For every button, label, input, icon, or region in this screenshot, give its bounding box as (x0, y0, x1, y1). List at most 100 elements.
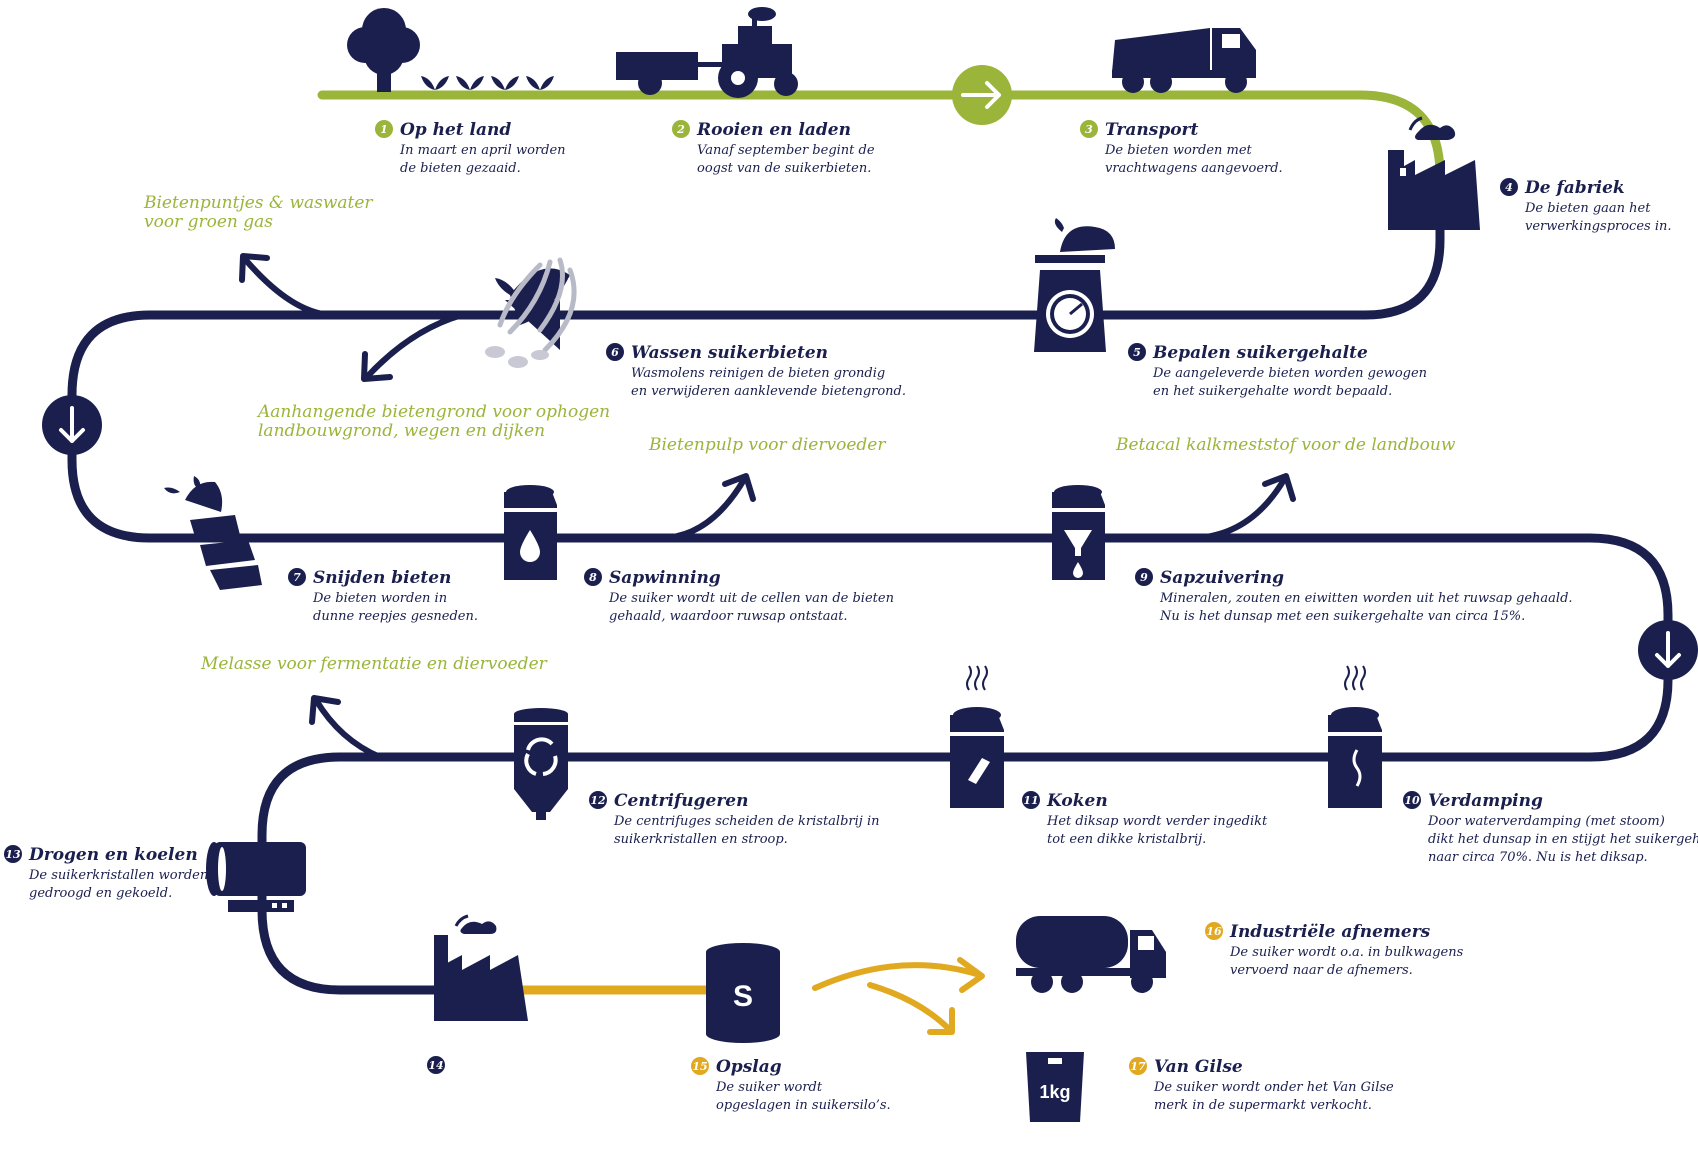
step-number: 4 (1500, 178, 1518, 196)
step-desc: suikerkristallen en stroop. (614, 832, 788, 847)
step-number: 8 (584, 568, 602, 586)
byproduct-arrows (239, 253, 1296, 760)
step-desc: De suiker wordt o.a. in bulkwagens (1230, 945, 1464, 960)
byproduct-line: Bietenpulp voor diervoeder (649, 435, 886, 455)
step-title: Opslag (716, 1057, 782, 1077)
step-desc: De suiker wordt (716, 1080, 823, 1095)
arrow-right-icon (952, 65, 1012, 125)
step-number: 16 (1205, 922, 1223, 940)
step-desc: merk in de supermarkt verkocht. (1154, 1098, 1372, 1113)
step-desc: gehaald, waardoor ruwsap ontstaat. (609, 609, 848, 624)
byproduct-line: voor groen gas (144, 212, 274, 232)
byproduct-green-gas: Bietenpuntjes & waswater voor groen gas (144, 194, 373, 232)
step-op-het-land: 1 Op het land In maart en april worden d… (375, 120, 566, 178)
evaporator-icon (1328, 665, 1382, 808)
step-number: 7 (288, 568, 306, 586)
step-desc: en verwijderen aanklevende bietengrond. (631, 384, 907, 399)
step-number: 3 (1080, 120, 1098, 138)
byproduct-line: landbouwgrond, wegen en dijken (258, 421, 546, 441)
centrifuge-icon (514, 708, 568, 820)
step-desc: De suikerkristallen worden (29, 868, 209, 883)
step-title: Sapzuivering (1160, 568, 1285, 588)
arrow-green-gas-head (239, 253, 270, 283)
step-desc: en het suikergehalte wordt bepaald. (1153, 384, 1393, 399)
byproduct-line: Aanhangende bietengrond voor ophogen (258, 402, 611, 422)
step-desc: De aangeleverde bieten worden gewogen (1153, 366, 1428, 381)
arrow-down-icon (1638, 620, 1698, 680)
step-desc: De bieten worden met (1105, 143, 1252, 158)
step-desc: In maart en april worden (400, 143, 566, 158)
step-title: Verdamping (1428, 791, 1543, 811)
step-desc: Mineralen, zouten en eiwitten worden uit… (1160, 591, 1573, 606)
dryer-icon (206, 842, 306, 912)
byproduct-soil: Aanhangende bietengrond voor ophogen lan… (258, 403, 610, 441)
step-transport: 3 Transport De bieten worden met vrachtw… (1080, 120, 1283, 178)
step-number: 1 (375, 120, 393, 138)
step-de-fabriek: 4 De fabriek De bieten gaan het verwerki… (1500, 178, 1672, 236)
step-title: De fabriek (1525, 178, 1625, 198)
step-number: 2 (672, 120, 690, 138)
step-title: Op het land (400, 120, 512, 140)
step-desc: Nu is het dunsap met een suikergehalte v… (1160, 609, 1526, 624)
step-desc: dikt het dunsap in en stijgt het suikerg… (1428, 832, 1698, 847)
step-desc: tot een dikke kristalbrij. (1047, 832, 1207, 847)
distribution-arrows (812, 957, 985, 1035)
beet-cutter-icon (164, 476, 262, 590)
sugar-bag-icon: 1kg (1026, 1052, 1084, 1122)
step-desc: Vanaf september begint de (697, 143, 875, 158)
step-title: Transport (1105, 120, 1199, 140)
step-koken: 11 Koken Het diksap wordt verder ingedik… (1022, 791, 1268, 849)
step-centrifugeren: 12 Centrifugeren De centrifuges scheiden… (589, 791, 880, 849)
step-wassen-suikerbieten: 6 Wassen suikerbieten Wasmolens reinigen… (606, 343, 907, 401)
factory-icon (434, 914, 528, 1021)
step-snijden-bieten: 7 Snijden bieten De bieten worden in dun… (288, 568, 478, 626)
arrow-to-bulk-head (957, 957, 985, 993)
step-title: Van Gilse (1154, 1057, 1243, 1077)
byproduct-pulp: Bietenpulp voor diervoeder (649, 436, 885, 455)
step-bepalen-suikergehalte: 5 Bepalen suikergehalte De aangeleverde … (1128, 343, 1428, 401)
tractor-icon (616, 7, 798, 98)
step-desc: dunne reepjes gesneden. (313, 609, 478, 624)
step-drogen-en-koelen: 13 Drogen en koelen De suikerkristallen … (4, 845, 209, 903)
step-van-gilse: 17 Van Gilse De suiker wordt onder het V… (1129, 1057, 1394, 1115)
step-desc: De bieten worden in (313, 591, 448, 606)
step-desc: vervoerd naar de afnemers. (1230, 963, 1413, 978)
step-industriele-afnemers: 16 Industriële afnemers De suiker wordt … (1205, 922, 1464, 980)
arrow-molasses-head (309, 695, 341, 725)
dump-truck-icon (1112, 28, 1256, 93)
step-desc: Het diksap wordt verder ingedikt (1047, 814, 1268, 829)
arrow-betacal (1187, 475, 1288, 541)
step-title: Koken (1047, 791, 1108, 811)
step-number: 17 (1129, 1057, 1147, 1075)
arrow-to-bulk (812, 962, 983, 991)
tanker-truck-icon (1016, 916, 1166, 993)
step-desc: Door waterverdamping (met stoom) (1428, 814, 1665, 829)
step-number: 10 (1403, 791, 1421, 809)
step-desc: vrachtwagens aangevoerd. (1105, 161, 1283, 176)
path-factory-loop (67, 185, 1673, 995)
step-opslag: 15 Opslag De suiker wordt opgeslagen in … (691, 1057, 891, 1115)
step-title: Bepalen suikergehalte (1153, 343, 1368, 363)
step-number: 14 (427, 1056, 445, 1074)
step-desc: naar circa 70%. Nu is het diksap. (1428, 850, 1648, 865)
step-title: Drogen en koelen (29, 845, 198, 865)
step-verdamping: 10 Verdamping Door waterverdamping (met … (1403, 791, 1698, 867)
arrow-to-retail (867, 982, 953, 1033)
scale-icon (1034, 218, 1115, 352)
byproduct-molasses: Melasse voor fermentatie en diervoeder (201, 655, 547, 674)
arrow-betacal-head (1262, 473, 1296, 502)
arrow-pulp-head (722, 473, 756, 502)
cooker-icon (950, 665, 1004, 808)
step-number: 12 (589, 791, 607, 809)
step-desc: oogst van de suikerbieten. (697, 161, 872, 176)
byproduct-betacal: Betacal kalkmeststof voor de landbouw (1116, 436, 1455, 455)
step-title: Snijden bieten (313, 568, 452, 588)
byproduct-line: Betacal kalkmeststof voor de landbouw (1116, 435, 1456, 455)
washer-icon (485, 257, 577, 368)
factory-icon (1388, 116, 1480, 230)
step-desc: De centrifuges scheiden de kristalbrij i… (614, 814, 880, 829)
byproduct-line: Bietenpuntjes & waswater (144, 193, 373, 213)
arrow-to-retail-head (927, 1007, 955, 1035)
step-title: Wassen suikerbieten (631, 343, 828, 363)
